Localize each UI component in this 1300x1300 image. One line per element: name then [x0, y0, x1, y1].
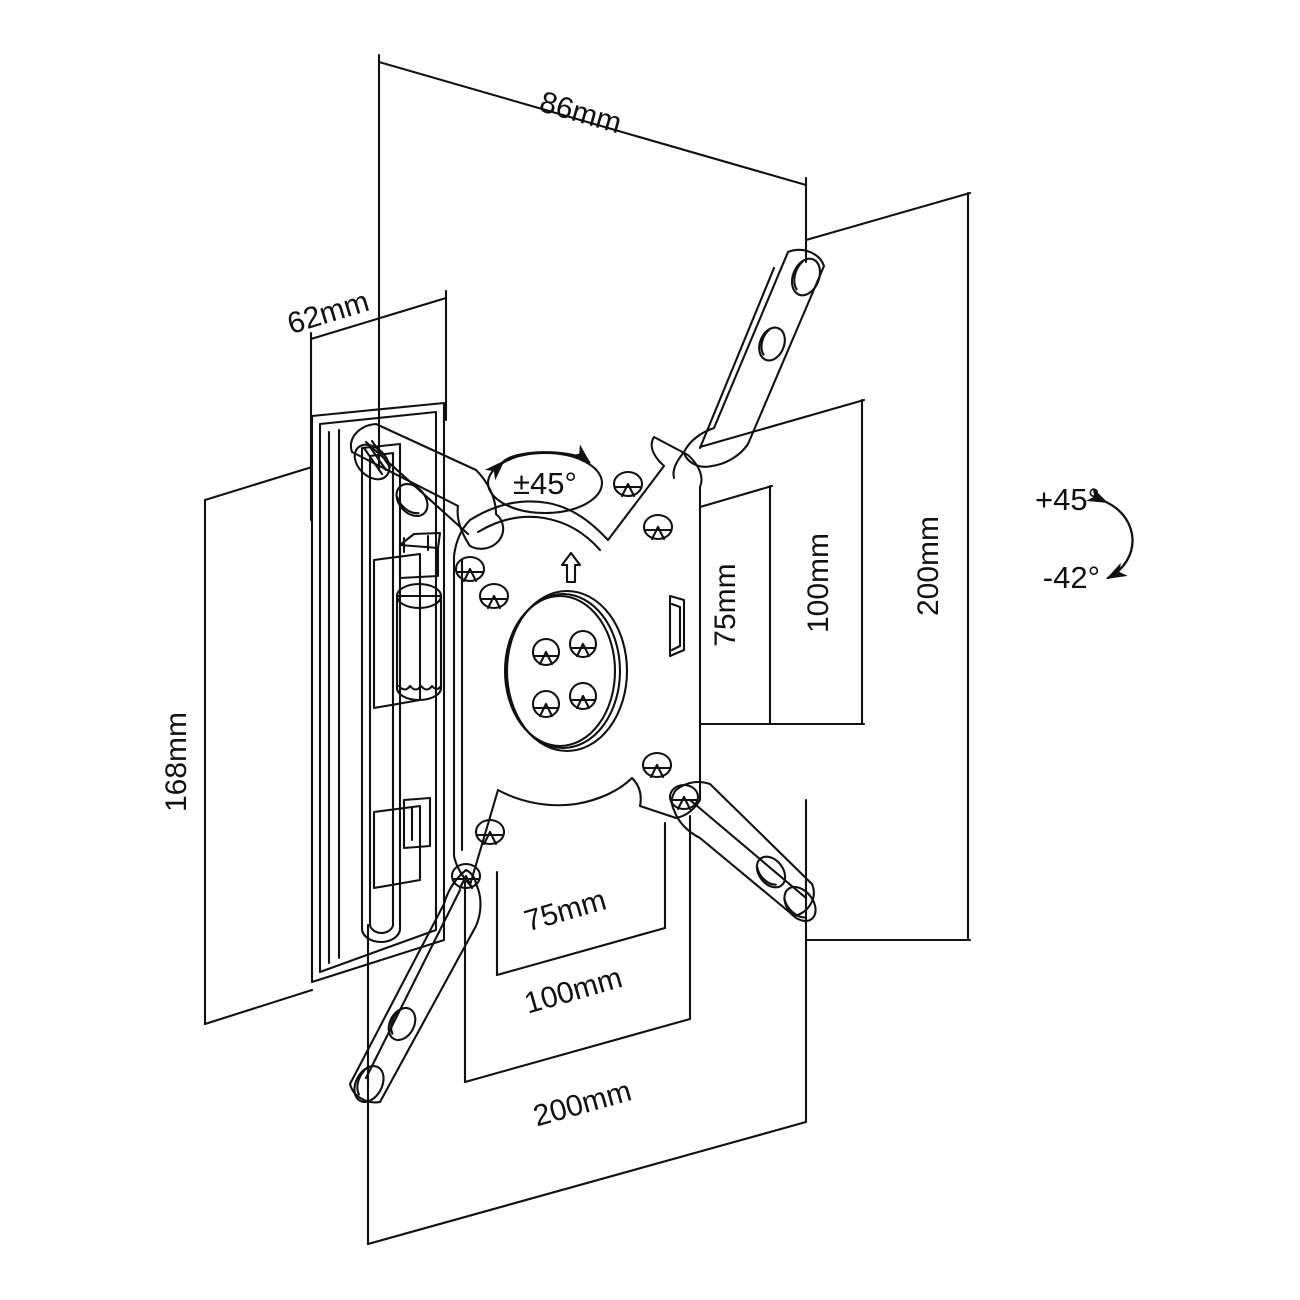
up-arrow-icon: [560, 551, 582, 584]
swivel-double-arrow-icon: [484, 444, 591, 481]
dimension-200mm-vertical: [804, 191, 972, 942]
dimension-86mm-label: 86mm: [536, 86, 625, 141]
hinge-pivot-assembly: [395, 531, 443, 850]
dimension-75mm-vertical-label: 75mm: [709, 563, 742, 646]
dimension-75mm-horizontal: [495, 821, 667, 977]
wall-plate: [310, 401, 446, 984]
dimension-100mm-horizontal: [463, 814, 692, 1084]
vesa-bracket-plate: [452, 435, 703, 887]
bracket-screw-hole: [642, 513, 674, 541]
dimension-168mm: [203, 465, 314, 1026]
tilt-indicator: [1086, 487, 1134, 580]
dimension-168mm-label: 168mm: [160, 712, 193, 812]
bracket-screw-hole: [668, 783, 700, 811]
bracket-screw-hole: [641, 751, 673, 779]
vesa-center-hub: [503, 589, 629, 753]
arm-slot-hole: [353, 439, 392, 481]
vesa-screw-hole: [568, 681, 598, 711]
bracket-screw-hole: [612, 470, 644, 498]
vesa-screw-hole: [531, 637, 561, 667]
extension-arm-lower-left: [348, 868, 482, 1104]
dimension-100mm-vertical-label: 100mm: [802, 533, 835, 633]
arm-slot-hole: [395, 482, 429, 518]
bracket-screw-hole: [474, 818, 506, 846]
tilt-arc-double-arrow-icon: [1086, 487, 1134, 580]
arm-slot-hole: [783, 885, 817, 923]
dimension-200mm-vertical-label: 200mm: [912, 516, 945, 616]
vesa-screw-holes: [531, 629, 598, 719]
dimension-86mm: [377, 53, 808, 472]
dimension-200mm-horizontal-label: 200mm: [530, 1075, 635, 1134]
vesa-screw-hole: [568, 629, 598, 659]
dimension-100mm-vertical: [698, 398, 866, 726]
extension-arm-lower-right: [670, 780, 817, 923]
arm-slot-hole: [387, 1006, 417, 1042]
arm-slot-hole: [755, 855, 787, 889]
arm-slot-hole: [790, 257, 822, 297]
arm-slot-hole: [353, 1065, 385, 1103]
tilt-up-label: +45°: [1035, 482, 1100, 517]
extension-arm-upper-left: [349, 422, 505, 550]
vesa-screw-hole: [531, 689, 561, 719]
arm-slot-hole: [758, 326, 786, 362]
tilt-down-label: -42°: [1043, 560, 1100, 595]
bracket-screw-hole: [454, 555, 486, 583]
dimension-200mm-horizontal: [366, 798, 808, 1246]
swivel-badge: [484, 444, 604, 515]
extension-arm-upper-right: [672, 248, 826, 480]
bracket-screw-holes: [450, 470, 700, 890]
dimension-62mm-label: 62mm: [284, 285, 373, 341]
bracket-screw-hole: [478, 582, 510, 610]
dimension-100mm-horizontal-label: 100mm: [521, 961, 626, 1020]
dimension-75mm-horizontal-label: 75mm: [521, 884, 610, 939]
swivel-badge-label: ±45°: [513, 466, 577, 501]
